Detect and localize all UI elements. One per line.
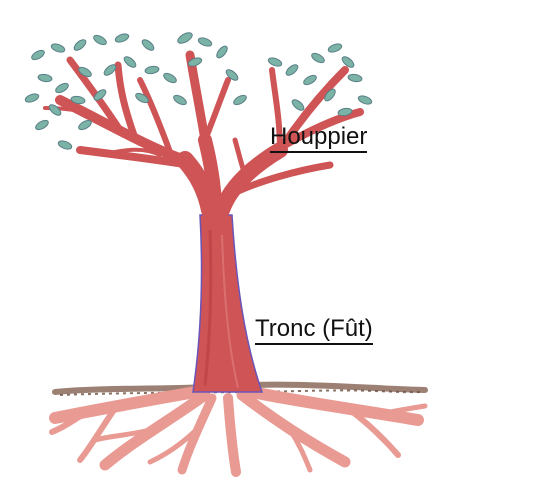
roots	[52, 392, 425, 472]
crown-label-underline	[270, 151, 367, 153]
trunk-label-underline	[255, 343, 373, 345]
crown-label: Houppier	[270, 124, 367, 150]
trunk	[193, 215, 262, 392]
trunk-label: Tronc (Fût)	[255, 316, 373, 342]
